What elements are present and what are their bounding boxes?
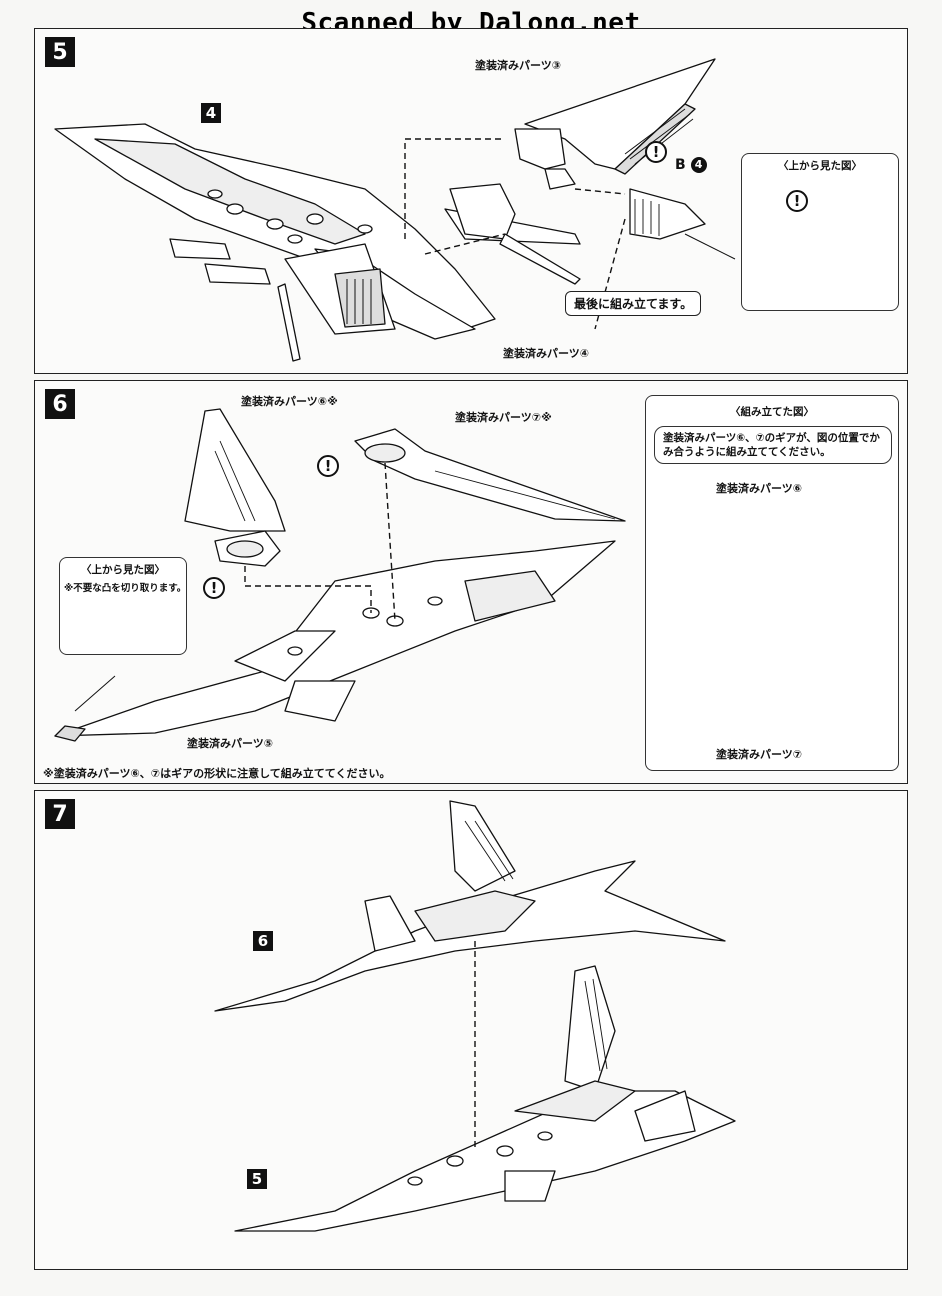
label-gear-part-6: 塗装済みパーツ⑥ xyxy=(716,482,803,495)
warning-icon: ! xyxy=(203,577,225,599)
warning-icon: ! xyxy=(317,455,339,477)
label-gear-part-7: 塗装済みパーツ⑦ xyxy=(716,748,803,761)
inset-title: 〈上から見た図〉 xyxy=(778,160,862,172)
gear-alignment-note: 塗装済みパーツ⑥、⑦のギアが、図の位置でかみ合うように組み立ててください。 xyxy=(654,426,892,465)
label-part-3: 塗装済みパーツ③ xyxy=(475,59,562,72)
inset-title: 〈上から見た図〉 xyxy=(81,564,165,576)
step-7-illustration xyxy=(214,800,736,1232)
step-6-footnote: ※塗装済みパーツ⑥、⑦はギアの形状に注意して組み立ててください。 xyxy=(43,767,391,780)
step-number: 5 xyxy=(45,37,75,67)
inset-title: 〈組み立てた図〉 xyxy=(730,406,814,418)
step-number: 6 xyxy=(45,389,75,419)
part-b-number: 4 xyxy=(690,157,707,173)
step-5-illustration xyxy=(54,58,890,362)
step-7-panel: 7 6 5 xyxy=(34,790,908,1270)
top-view-inset: 〈上から見た図〉 ! xyxy=(741,153,899,311)
label-part-5: 塗装済みパーツ⑤ xyxy=(187,737,274,750)
callout-part-4: 4 xyxy=(201,103,221,123)
top-view-inset: 〈上から見た図〉 ※不要な凸を切り取ります。 xyxy=(59,557,187,655)
assembled-view-inset: 〈組み立てた図〉 塗装済みパーツ⑥、⑦のギアが、図の位置でかみ合うように組み立て… xyxy=(645,395,899,771)
part-b-letter: B xyxy=(675,157,686,173)
step-6-panel: 6 塗装済みパーツ⑥※ 塗装済みパーツ⑦※ ! ! 〈上から見た図〉 ※不要な凸… xyxy=(34,380,908,784)
step-number: 7 xyxy=(45,799,75,829)
callout-part-6: 6 xyxy=(253,931,273,951)
warning-icon: ! xyxy=(645,141,667,163)
label-part-4: 塗装済みパーツ④ xyxy=(503,347,590,360)
step-5-panel: 5 4 塗装済みパーツ③ ! B 4 〈上から見た図〉 ! 最後に組み立てます。… xyxy=(34,28,908,374)
final-assembly-note: 最後に組み立てます。 xyxy=(565,291,702,316)
label-part-7: 塗装済みパーツ⑦※ xyxy=(455,411,552,424)
warning-icon: ! xyxy=(786,190,808,212)
callout-part-5: 5 xyxy=(247,1169,267,1189)
inset-note: ※不要な凸を切り取ります。 xyxy=(64,583,187,594)
part-b-label: B 4 xyxy=(675,157,707,173)
label-part-6: 塗装済みパーツ⑥※ xyxy=(241,395,338,408)
